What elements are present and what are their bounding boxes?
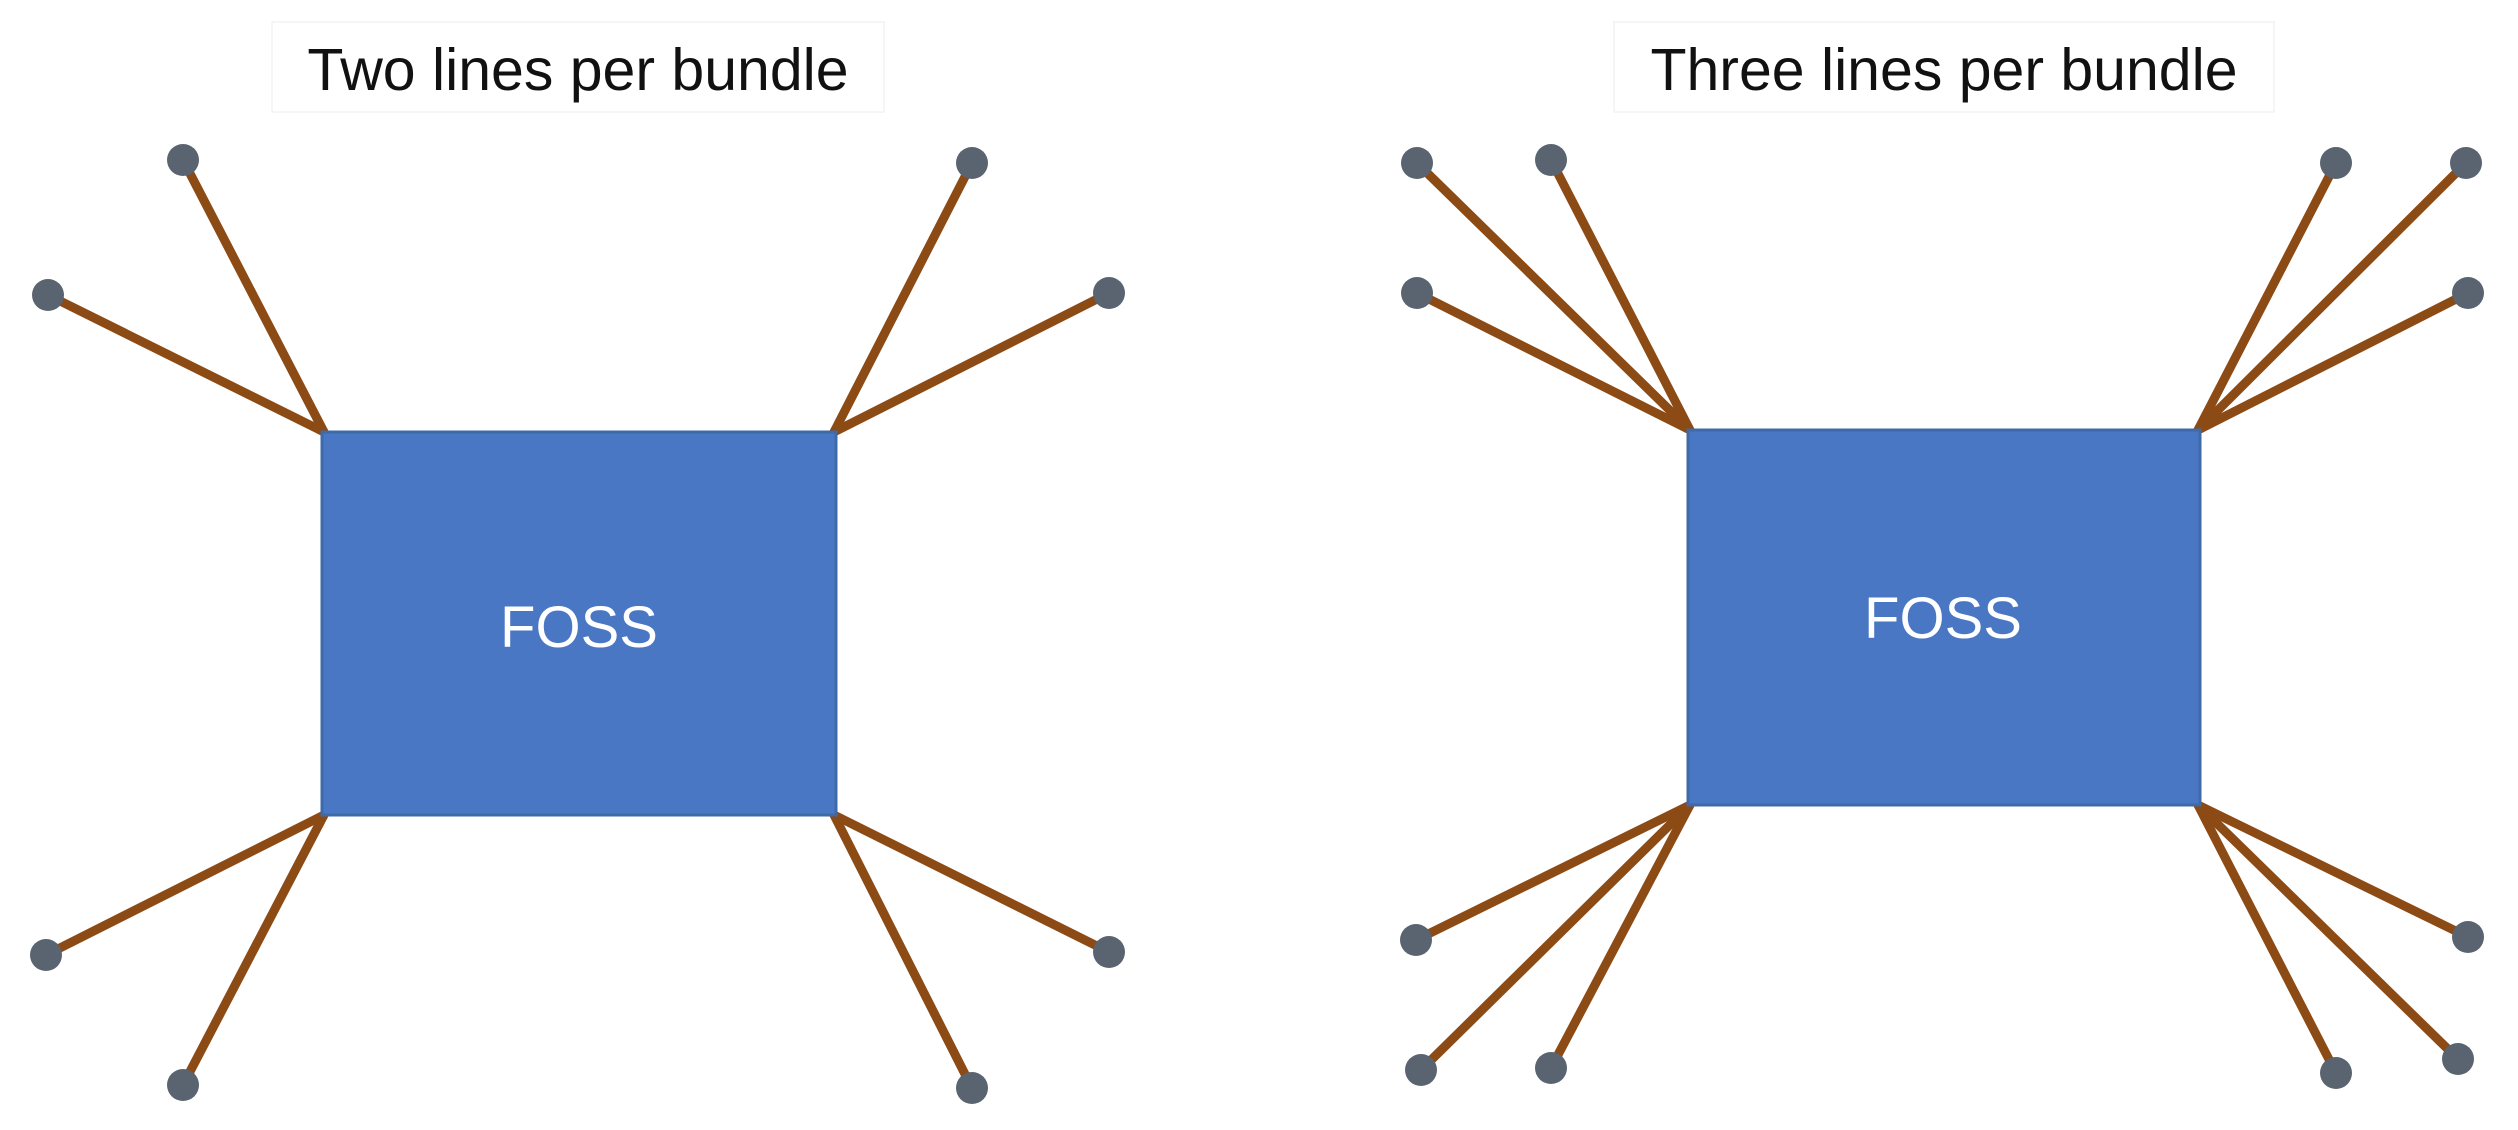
terminal-dot: [1400, 924, 1432, 956]
connector-line: [1412, 158, 1695, 435]
connector-line: [2193, 800, 2341, 1078]
panel-three-lines: Three lines per bundle FOSS: [1400, 21, 2484, 1089]
terminal-dot: [1405, 1054, 1437, 1086]
terminal-dot: [2320, 147, 2352, 179]
terminal-dot: [956, 147, 988, 179]
terminal-dot: [1535, 1052, 1567, 1084]
connector-line: [2193, 800, 2463, 1064]
terminal-dot: [2450, 147, 2482, 179]
panel-1-foss-box: [320, 430, 838, 817]
panel-2-terminals: [1400, 144, 2484, 1089]
connector-line: [1546, 800, 1695, 1073]
panel-2-foss-box: [1686, 428, 2202, 807]
panel-2-title-box: [1613, 21, 2275, 113]
connector-line: [178, 810, 329, 1090]
terminal-dot: [1535, 144, 1567, 176]
connector-line: [2193, 158, 2341, 435]
terminal-dot: [2452, 921, 2484, 953]
terminal-dot: [32, 279, 64, 311]
connector-line: [829, 810, 1114, 957]
panel-1-connectors: [41, 155, 1114, 1093]
terminal-dot: [2320, 1057, 2352, 1089]
connector-line: [1411, 800, 1695, 945]
connector-line: [2193, 288, 2473, 435]
connector-line: [43, 290, 329, 437]
terminal-dot: [1093, 936, 1125, 968]
connector-line: [1412, 288, 1695, 435]
connector-line: [2193, 158, 2471, 435]
connector-line: [829, 810, 977, 1093]
terminal-dot: [956, 1072, 988, 1104]
terminal-dot: [30, 939, 62, 971]
terminal-dot: [167, 144, 199, 176]
connector-line: [829, 158, 977, 437]
terminal-dot: [2452, 277, 2484, 309]
panel-1-foss-label: FOSS: [500, 595, 658, 660]
terminal-dot: [2442, 1043, 2474, 1075]
panel-2-title: Three lines per bundle: [1650, 37, 2237, 103]
connector-line: [2193, 800, 2473, 942]
connector-line: [1546, 155, 1695, 435]
connector-line: [1416, 800, 1695, 1075]
terminal-dot: [1401, 277, 1433, 309]
panel-2-foss-label: FOSS: [1864, 586, 2022, 651]
connector-line: [178, 155, 329, 437]
terminal-dot: [1093, 277, 1125, 309]
panel-1-terminals: [30, 144, 1125, 1104]
panel-two-lines: Two lines per bundle FOSS: [30, 21, 1125, 1104]
terminal-dot: [167, 1069, 199, 1101]
panel-2-connectors: [1411, 155, 2473, 1078]
panel-1-title-box: [271, 21, 885, 113]
connector-line: [41, 810, 329, 960]
connector-line: [829, 288, 1114, 437]
panel-1-title: Two lines per bundle: [307, 37, 848, 103]
terminal-dot: [1401, 147, 1433, 179]
